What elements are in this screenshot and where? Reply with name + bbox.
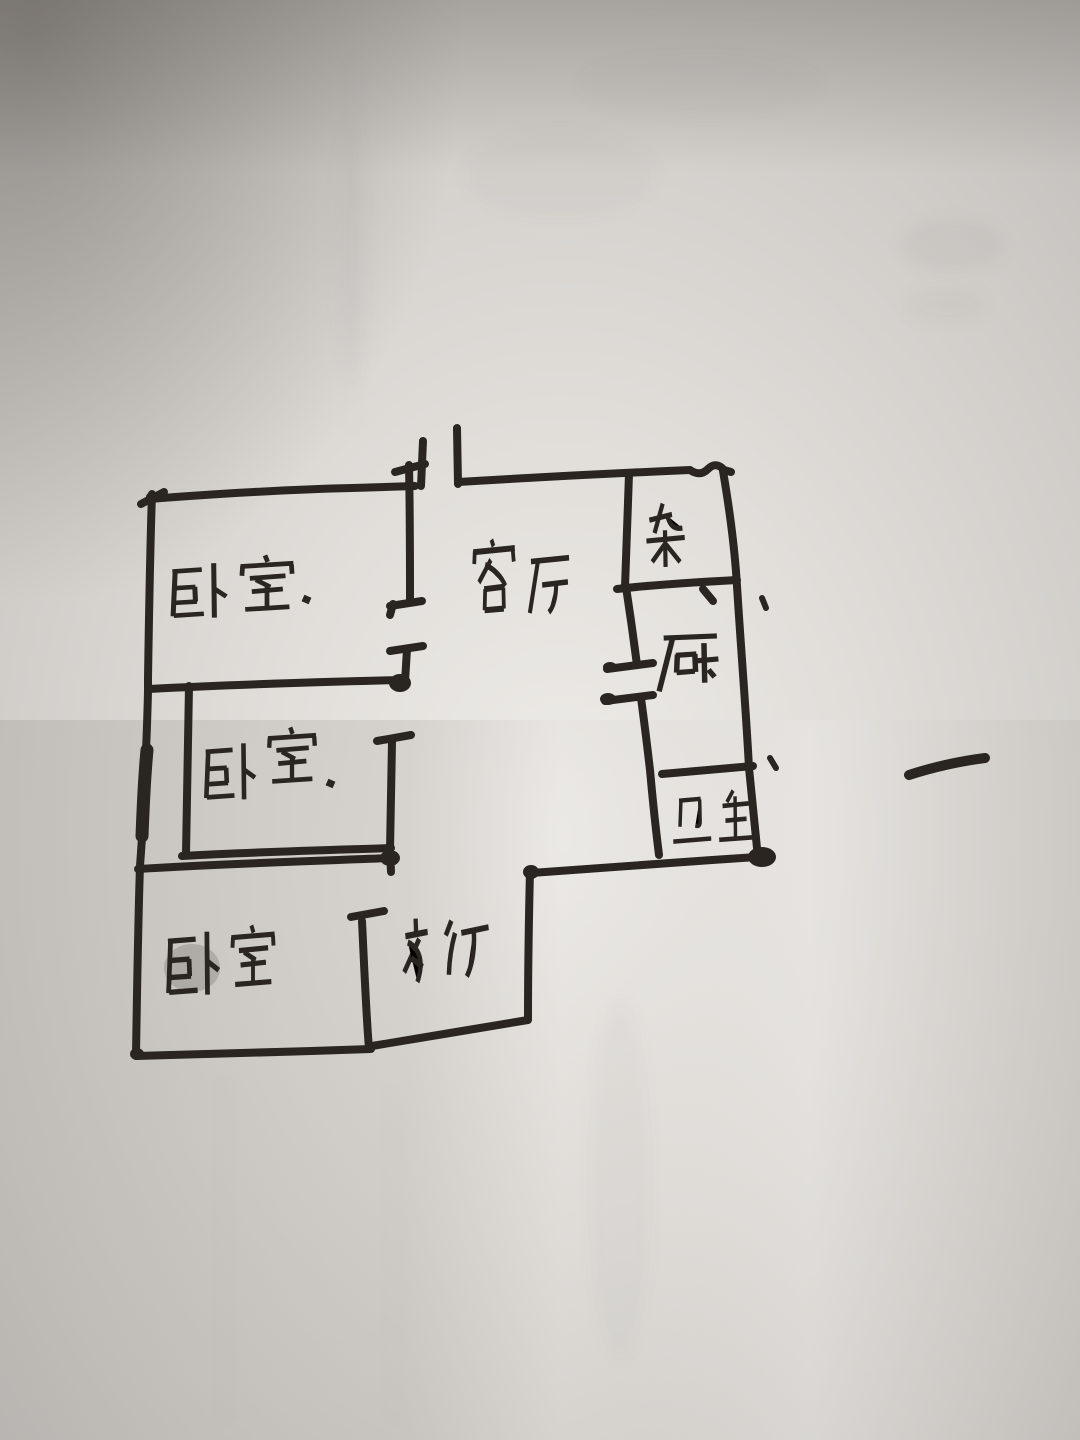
wall-kitchen-left-upper [622,583,641,669]
wall-bedroom2-bottom-inner [178,844,395,860]
stray-mark-2 [767,755,779,771]
wall-bedroom1-bottom [145,676,405,693]
wall-kitchen-bath-left [637,694,663,859]
wall-kitchen-bath-divider [658,762,757,778]
walls [132,424,779,1060]
blob-bedroom1-topleft [146,492,158,502]
blob-bedroom2-corner [380,850,400,866]
wall-bedroom3-bottom [132,1045,375,1060]
door-jamb-bedroom1-bottom-tick [386,600,397,619]
blob-dining-corner [523,865,539,879]
wall-left-overdraw [135,743,154,843]
wall-bottom-right-section [527,853,761,877]
wall-storage-bottom-tick [699,585,717,605]
blob-kitchen-jamb-bottom [600,693,616,705]
wall-living-top [454,461,735,486]
ink-blobs [130,492,776,1060]
blob-bedroom3-corner [130,1048,144,1060]
blob-bath-corner [748,847,776,867]
stray-mark-1 [759,595,769,611]
blob-kitchen-jamb-top [603,662,617,672]
wall-bedroom2-bottom-outer [134,854,396,873]
wall-bedroom1-top [146,482,419,503]
wall-bedroom2-left [182,682,193,858]
wall-dining-bottom [368,1016,532,1050]
dash-stroke [904,753,990,780]
side-dash-mark [904,753,990,780]
entry-door-left-jamb [417,437,427,490]
label-bedroom-bottom [164,925,275,994]
paper-smudges [222,55,1004,1420]
wall-storage-left [621,470,633,591]
wall-bedroom3-right [358,917,373,1053]
entry-door-right-jamb [453,424,462,488]
wall-bedroom2-right [386,738,396,854]
wall-right-outer [719,467,761,852]
room-labels [164,504,753,995]
blob-bedroom1-corner [389,674,411,692]
door-jamb-bedroom3 [347,907,388,921]
wall-bedroom1-right [405,461,414,606]
door-jamb-bedroom2 [373,731,415,745]
wall-dining-right [524,866,534,1022]
